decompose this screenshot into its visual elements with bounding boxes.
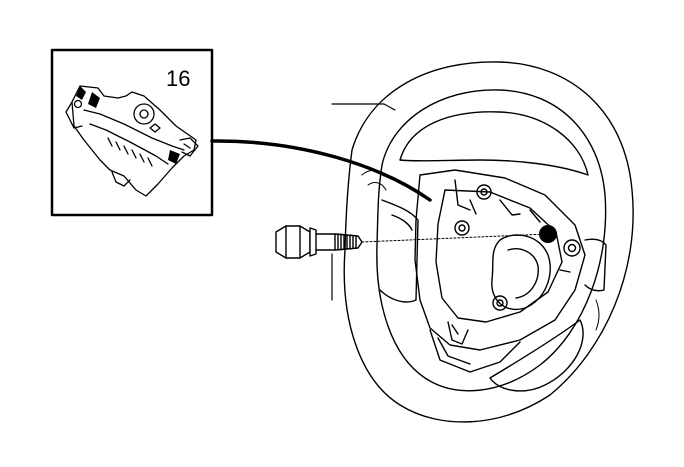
screw-boss-lower xyxy=(492,295,508,311)
hub-recess xyxy=(435,189,563,323)
mounting-bolt xyxy=(275,225,363,259)
spoke-left xyxy=(379,199,419,303)
upper-opening xyxy=(399,111,589,176)
insertion-line xyxy=(361,233,549,243)
hub-body xyxy=(414,169,586,351)
spoke-right xyxy=(584,238,607,292)
screw-boss-upper xyxy=(476,184,492,200)
part-number-label: 16 xyxy=(166,66,190,91)
steering-wheel xyxy=(343,61,634,423)
lower-opening xyxy=(489,319,584,392)
rim-inner xyxy=(376,89,607,392)
leader-line xyxy=(210,139,432,202)
hub-cavity xyxy=(491,234,551,311)
detail-inset: 16 xyxy=(50,48,214,217)
bracket-part xyxy=(65,85,199,197)
screw-boss-right xyxy=(563,239,581,257)
spoke-bottom xyxy=(429,329,521,373)
rim-outer xyxy=(343,61,634,423)
screw-boss-left xyxy=(454,220,470,236)
reference-line-top xyxy=(331,103,396,111)
